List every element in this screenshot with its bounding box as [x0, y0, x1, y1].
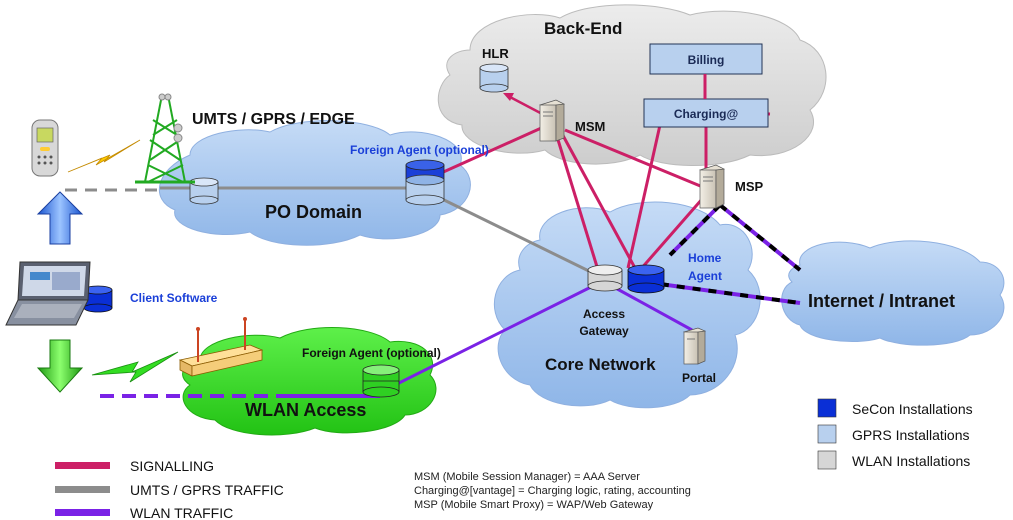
foreign-agent-top-database-icon: [405, 159, 445, 206]
client-software-label: Client Software: [130, 291, 218, 305]
notes: MSM (Mobile Session Manager) = AAA Serve…: [414, 471, 691, 511]
core-network-cloud: [493, 201, 761, 409]
core-network-label: Core Network: [545, 355, 656, 374]
charging-box: [643, 98, 769, 128]
link-charging-ha: [626, 124, 662, 269]
link-fa-msm: [429, 123, 549, 180]
client-database-icon: [83, 285, 113, 313]
access-gateway-database-icon: [587, 264, 623, 292]
po-domain-label: PO Domain: [265, 202, 362, 222]
legend-label-wlan-traffic: WLAN TRAFFIC: [130, 505, 233, 520]
internet-cloud: [781, 240, 1005, 346]
note-charging: Charging@[vantage] = Charging logic, rat…: [414, 485, 691, 497]
legend-label-secon: SeCon Installations: [852, 401, 973, 417]
legend-swatch-secon: [817, 398, 837, 418]
msm-label: MSM: [575, 119, 605, 134]
installations-legend: SeCon Installations GPRS Installations W…: [817, 398, 973, 470]
wlan-lightning-icon: [91, 351, 179, 383]
legend-label-signalling: SIGNALLING: [130, 458, 214, 474]
umts-label: UMTS / GPRS / EDGE: [192, 111, 355, 128]
umts-lightning-icon: [67, 139, 141, 173]
hlr-database-icon: [479, 63, 509, 93]
up-arrow-icon: [36, 191, 84, 245]
mobile-phone-icon: [31, 119, 59, 177]
home-agent-label-1: Home: [688, 251, 722, 265]
wlan-traffic-links: [100, 203, 802, 398]
hlr-label: HLR: [482, 46, 509, 61]
foreign-agent-top-label: Foreign Agent (optional): [350, 143, 489, 157]
legend-line-umts: [55, 486, 110, 493]
portal-server-icon: [682, 327, 707, 365]
legend-line-signalling: [55, 462, 110, 469]
msp-label: MSP: [735, 179, 764, 194]
legend-label-umts: UMTS / GPRS TRAFFIC: [130, 482, 284, 498]
msm-server-icon: [539, 99, 565, 142]
internet-label: Internet / Intranet: [808, 291, 955, 311]
backend-label: Back-End: [544, 19, 622, 38]
legend-swatch-gprs: [817, 424, 837, 444]
link-msm-ha: [558, 129, 637, 269]
link-msp-ha: [638, 189, 712, 271]
note-msm: MSM (Mobile Session Manager) = AAA Serve…: [414, 471, 640, 483]
legend-label-gprs: GPRS Installations: [852, 427, 970, 443]
laptop-icon: [5, 261, 91, 326]
link-msm-msp: [564, 128, 711, 192]
portal-label: Portal: [682, 371, 716, 385]
access-gateway-label-1: Access: [583, 307, 625, 321]
cell-tower-icon: [135, 93, 195, 184]
legend-label-wlan: WLAN Installations: [852, 453, 970, 469]
wlan-access-label: WLAN Access: [245, 400, 366, 420]
foreign-agent-bottom-label: Foreign Agent (optional): [302, 346, 441, 360]
umts-node-database-icon: [189, 177, 219, 205]
msp-server-icon: [699, 164, 725, 209]
traffic-legend: SIGNALLING UMTS / GPRS TRAFFIC WLAN TRAF…: [55, 458, 284, 520]
billing-label: Billing: [688, 53, 725, 67]
down-arrow-icon: [36, 339, 84, 393]
foreign-agent-bottom-database-icon: [362, 364, 400, 398]
wlan-router-icon: [178, 317, 264, 377]
note-msp: MSP (Mobile Smart Proxy) = WAP/Web Gatew…: [414, 499, 654, 511]
charging-label: Charging@: [674, 107, 738, 121]
access-gateway-label-2: Gateway: [579, 324, 629, 338]
link-msm-gw: [553, 129, 600, 271]
home-agent-label-2: Agent: [688, 269, 722, 283]
po-domain-cloud: [158, 120, 471, 246]
legend-swatch-wlan: [817, 450, 837, 470]
home-agent-database-icon: [627, 264, 665, 294]
legend-line-wlan: [55, 509, 110, 516]
